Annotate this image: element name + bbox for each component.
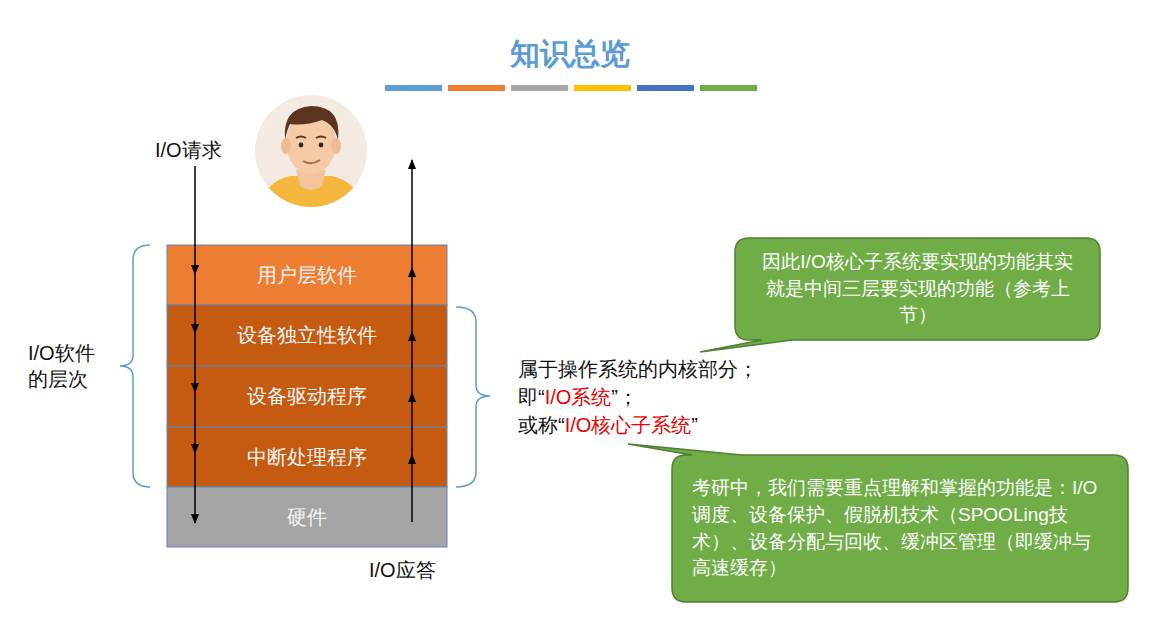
node-text: 因此I/O核心子系统要实现的功能其实就是中间三层要实现的功能（参考上节） — [755, 249, 1080, 329]
callout-box: 因此I/O核心子系统要实现的功能其实就是中间三层要实现的功能（参考上节） — [735, 238, 1100, 340]
layer-box: 中断处理程序 — [167, 427, 447, 487]
description-text: 属于操作系统的内核部分；即“I/O系统”；或称“I/O核心子系统” — [518, 355, 758, 439]
right-bracket — [456, 307, 490, 487]
description-line: 即“I/O系统”； — [518, 383, 758, 411]
layer-stack — [167, 245, 447, 547]
node-text: 考研中，我们需要重点理解和掌握的功能是：I/O调度、设备保护、假脱机技术（SPO… — [692, 475, 1108, 581]
description-line: 或称“I/O核心子系统” — [518, 411, 758, 439]
request-arrow — [194, 166, 196, 523]
label-text: ”； — [611, 386, 638, 408]
label-text: I/O请求 — [155, 137, 222, 164]
title-bars — [385, 85, 757, 91]
label-text: 属于操作系统的内核部分； — [518, 358, 758, 380]
description-line: 属于操作系统的内核部分； — [518, 355, 758, 383]
callout-shape — [700, 238, 1100, 352]
label-text: 即“ — [518, 386, 545, 408]
layer-box: 硬件 — [167, 487, 447, 547]
node-text: 设备独立性软件 — [237, 322, 377, 349]
label-text: 或称“ — [518, 414, 565, 436]
node-text: 设备驱动程序 — [247, 383, 367, 410]
highlight-text: I/O核心子系统 — [565, 414, 692, 436]
node-text: 用户层软件 — [257, 262, 357, 289]
label-text: I/O软件 的层次 — [28, 340, 112, 392]
label-text: I/O应答 — [369, 557, 436, 584]
response-arrow — [411, 160, 413, 522]
highlight-text: I/O系统 — [545, 386, 612, 408]
node-text: 硬件 — [287, 504, 327, 531]
callout-shape — [628, 444, 1128, 602]
person-avatar — [255, 95, 367, 215]
layer-box: 设备独立性软件 — [167, 305, 447, 366]
layer-box: 设备驱动程序 — [167, 366, 447, 427]
left-bracket — [120, 245, 150, 487]
node-text: 中断处理程序 — [247, 444, 367, 471]
layer-box: 用户层软件 — [167, 245, 447, 305]
label-text: ” — [691, 414, 698, 436]
callout-box: 考研中，我们需要重点理解和掌握的功能是：I/O调度、设备保护、假脱机技术（SPO… — [672, 455, 1128, 602]
title-text: 知识总览 — [380, 34, 760, 75]
